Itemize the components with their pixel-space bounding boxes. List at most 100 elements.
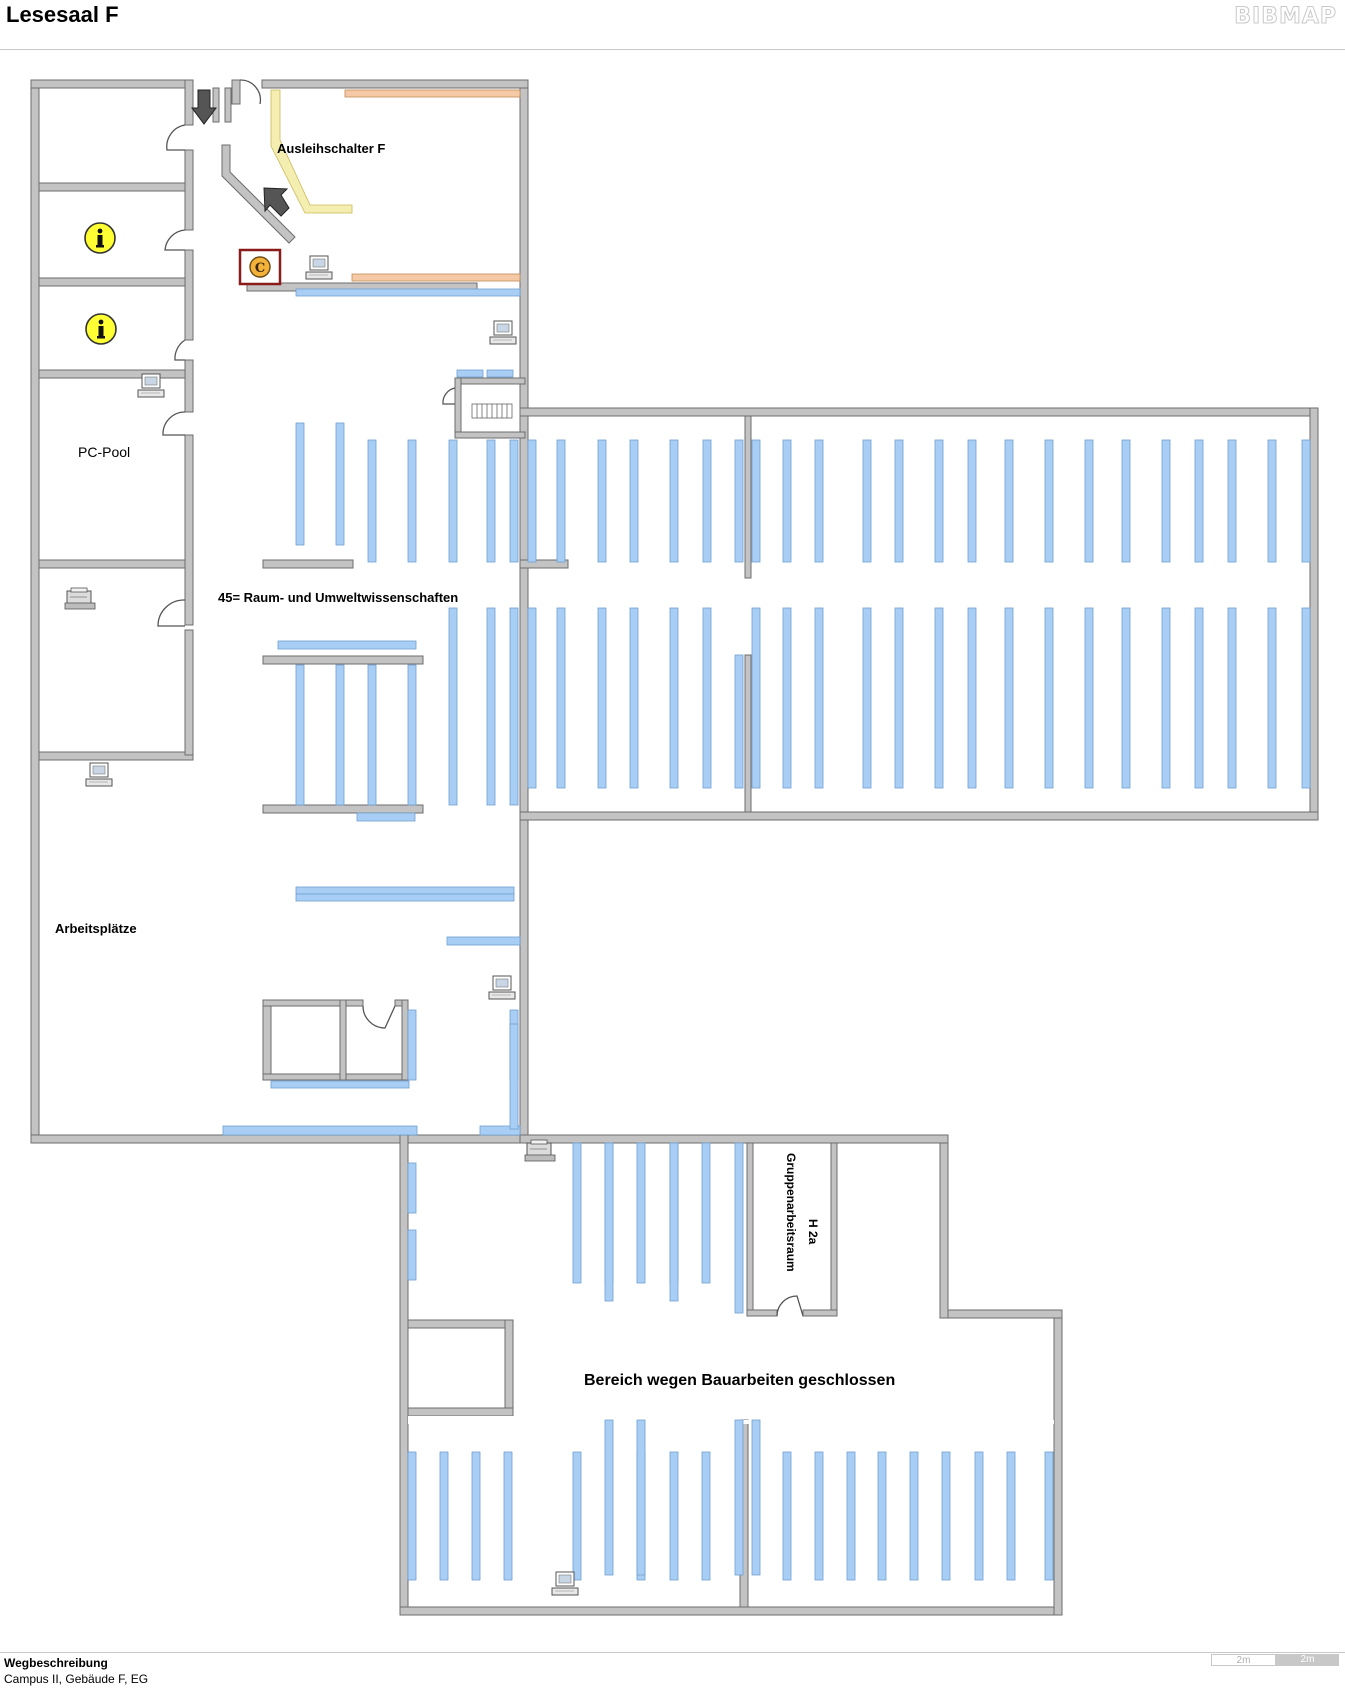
shelf	[669, 1142, 679, 1302]
shelf	[1084, 439, 1094, 563]
computer-icon[interactable]	[551, 1571, 579, 1596]
shelf	[1301, 607, 1311, 789]
shelf	[295, 886, 515, 895]
shelf	[1267, 439, 1277, 563]
shelf	[407, 1451, 417, 1581]
header-bar: Lesesaal F BIBMAP	[0, 0, 1345, 50]
computer-icon[interactable]	[85, 762, 113, 787]
shelf	[367, 664, 377, 806]
shelf	[527, 607, 537, 789]
floor	[408, 1420, 1054, 1424]
shelf	[967, 439, 977, 563]
shelf	[1227, 439, 1237, 563]
computer-icon[interactable]	[488, 975, 516, 1000]
group-room-code: H 2a	[806, 1219, 820, 1245]
scale-segment-left: 2m	[1211, 1654, 1276, 1666]
shelf	[862, 439, 872, 563]
shelf	[456, 369, 484, 378]
room-label-pc-pool: PC-Pool	[78, 444, 131, 460]
shelf	[407, 1162, 417, 1214]
bibmap-logo: BIBMAP	[1234, 4, 1337, 30]
shelf	[407, 439, 417, 563]
shelf	[734, 654, 744, 789]
shelf	[941, 1451, 951, 1581]
shelf	[448, 607, 458, 806]
room-label-ausleihschalter: Ausleihschalter F	[277, 141, 386, 156]
shelf	[751, 1419, 761, 1576]
shelf	[909, 1451, 919, 1581]
floor-plan-map[interactable]: C	[0, 50, 1345, 1650]
shelf	[356, 812, 416, 822]
svg-text:C: C	[255, 261, 265, 276]
shelf	[701, 1451, 711, 1581]
shelf	[782, 439, 792, 563]
shelf	[967, 607, 977, 789]
shelf	[509, 607, 519, 806]
shelf	[702, 607, 712, 789]
shelf	[751, 607, 761, 789]
shelf	[1194, 439, 1204, 563]
shelf	[556, 439, 566, 563]
shelf	[367, 439, 377, 563]
page-title: Lesesaal F	[6, 2, 119, 27]
shelf	[572, 1451, 582, 1581]
info-icon[interactable]	[85, 313, 117, 345]
shelf	[509, 439, 519, 563]
shelf	[636, 1142, 646, 1284]
shelf	[862, 607, 872, 789]
shelf	[597, 439, 607, 563]
copier-icon[interactable]	[524, 1139, 556, 1162]
book-shelves	[222, 288, 1311, 1581]
copier-icon[interactable]	[64, 587, 96, 610]
entrance-gate	[212, 87, 232, 123]
shelf	[335, 664, 345, 806]
shelf	[669, 439, 679, 563]
shelf	[471, 1451, 481, 1581]
directions-title: Wegbeschreibung	[4, 1656, 108, 1670]
footer-bar: Wegbeschreibung Campus II, Gebäude F, EG…	[0, 1652, 1345, 1691]
shelf	[448, 439, 458, 563]
shelf	[527, 439, 537, 563]
exit-arrow-icon	[263, 187, 290, 217]
scale-bar: 2m 2m	[1211, 1654, 1339, 1666]
shelf	[335, 422, 345, 546]
shelf	[479, 1125, 521, 1136]
shelf	[934, 439, 944, 563]
shelf	[1121, 439, 1131, 563]
computer-icon[interactable]	[305, 255, 333, 280]
computer-icon[interactable]	[489, 320, 517, 345]
shelf	[295, 664, 305, 806]
shelf	[782, 607, 792, 789]
computer-icon[interactable]	[137, 373, 165, 398]
shelf	[974, 1451, 984, 1581]
info-icon[interactable]	[84, 222, 116, 254]
shelf	[751, 439, 761, 563]
stairs-icon	[471, 403, 513, 419]
shelf	[446, 936, 521, 946]
shelf	[846, 1451, 856, 1581]
group-room-name: Gruppenarbeitsraum	[784, 1153, 798, 1272]
shelf	[636, 1419, 646, 1576]
shelf	[1161, 439, 1171, 563]
copy-card-icon[interactable]: C	[238, 248, 282, 286]
shelf	[1227, 607, 1237, 789]
shelf	[934, 607, 944, 789]
shelf	[1161, 607, 1171, 789]
location-subtitle: Campus II, Gebäude F, EG	[4, 1672, 149, 1686]
shelf	[629, 439, 639, 563]
shelf	[597, 607, 607, 789]
doors	[157, 79, 804, 1317]
shelf	[1004, 607, 1014, 789]
subject-area-label: 45= Raum- und Umweltwissenschaften	[218, 590, 459, 605]
shelf	[814, 607, 824, 789]
shelf	[734, 1142, 744, 1314]
shelf	[277, 640, 417, 650]
shelf	[503, 1451, 513, 1581]
scale-segment-right: 2m	[1276, 1654, 1339, 1666]
shelf	[1194, 607, 1204, 789]
shelf	[604, 1142, 614, 1302]
shelf	[877, 1451, 887, 1581]
walls	[30, 79, 1319, 1616]
shelf	[1267, 607, 1277, 789]
shelf	[604, 1419, 614, 1576]
